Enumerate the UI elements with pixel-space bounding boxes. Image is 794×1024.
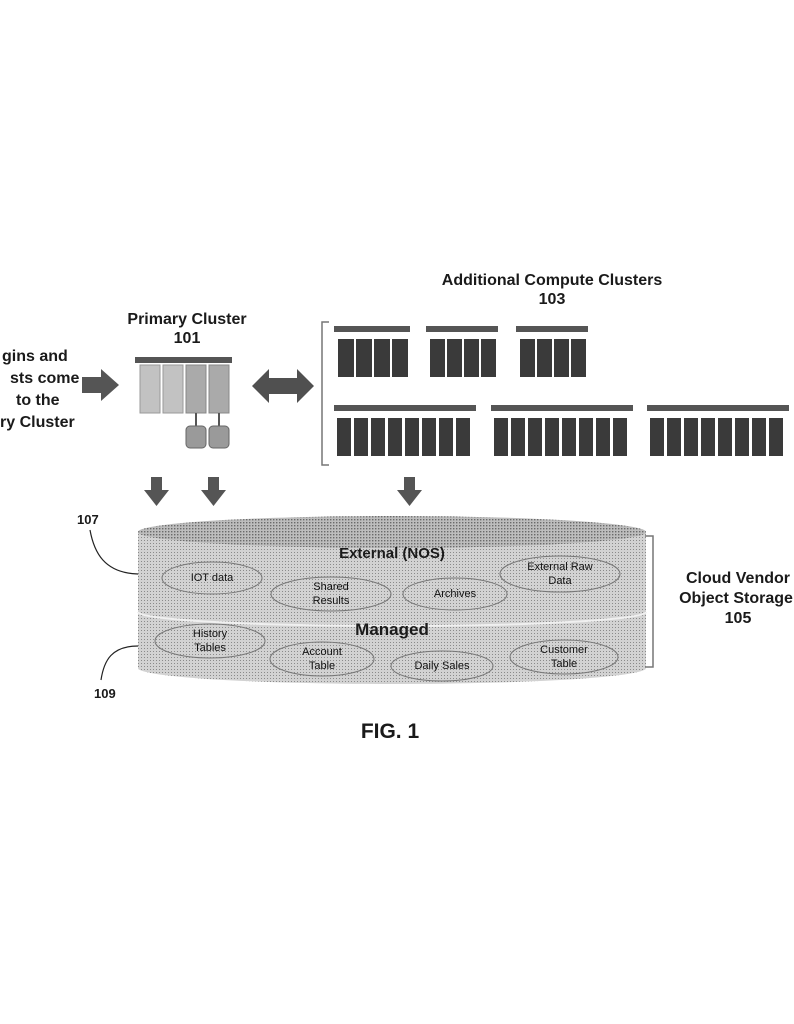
managed-item-label: History <box>192 628 228 640</box>
logins-line-2: sts come <box>10 370 80 387</box>
managed-item-daily-sales: Daily Sales <box>392 659 492 673</box>
daily-sales-oval <box>390 650 494 682</box>
history-tables-oval <box>154 623 266 659</box>
external-raw-data-oval <box>499 555 621 593</box>
external-item-label: Shared <box>313 581 349 593</box>
compute-cluster-1 <box>334 326 410 377</box>
compute-cluster-6 <box>647 405 789 456</box>
managed-item-label: Account <box>302 646 342 658</box>
compute-cluster-4 <box>334 405 476 456</box>
managed-item-account-table: Account Table <box>272 645 372 673</box>
double-arrow-icon <box>252 369 314 403</box>
managed-item-label: Table <box>308 660 336 672</box>
managed-item-label: Customer <box>540 644 588 656</box>
primary-cluster-title: Primary Cluster 101 <box>110 310 264 348</box>
down-arrow-icon-1 <box>144 477 169 506</box>
ref-107: 107 <box>77 512 99 527</box>
managed-layer-title: Managed <box>355 620 429 639</box>
archives-oval <box>402 577 508 611</box>
storage-label-line2: Object Storage <box>679 590 793 607</box>
external-item-label: Data <box>548 575 572 587</box>
logins-line-4: ry Cluster <box>0 414 75 431</box>
account-table-oval <box>269 641 375 677</box>
leader-line-109 <box>100 645 139 681</box>
compute-clusters-bracket <box>321 321 329 466</box>
ref-109: 109 <box>94 686 116 701</box>
external-item-shared-results: Shared Results <box>281 580 381 608</box>
compute-cluster-5 <box>491 405 633 456</box>
managed-item-label: Table <box>550 658 578 670</box>
external-item-label: Results <box>312 595 350 607</box>
managed-item-label: Daily Sales <box>414 660 470 672</box>
external-item-label: Archives <box>433 588 477 600</box>
leader-line-107 <box>89 529 139 575</box>
iot-data-oval <box>161 561 263 595</box>
additional-clusters-name: Additional Compute Clusters <box>441 272 663 289</box>
external-item-label: IOT data <box>190 572 234 584</box>
object-storage-cylinder <box>137 516 647 684</box>
login-arrow-icon <box>82 369 119 401</box>
logins-line-3: to the <box>16 392 60 409</box>
managed-item-history-tables: History Tables <box>160 627 260 655</box>
logins-line-1: gins and <box>2 348 68 365</box>
shared-results-oval <box>270 576 392 612</box>
managed-item-label: Tables <box>194 642 226 654</box>
logins-text: gins and sts come to the ry Cluster <box>0 346 79 434</box>
additional-clusters-ref: 103 <box>538 291 566 308</box>
storage-label-line1: Cloud Vendor <box>686 570 790 587</box>
external-item-iot-data: IOT data <box>162 571 262 585</box>
down-arrow-icon-3 <box>397 477 422 506</box>
external-item-label: External Raw <box>527 561 593 573</box>
additional-clusters-title: Additional Compute Clusters 103 <box>410 271 694 309</box>
external-item-archives: Archives <box>405 587 505 601</box>
primary-cluster-icon <box>135 357 232 449</box>
primary-cluster-name: Primary Cluster <box>127 311 247 328</box>
storage-bracket <box>645 535 654 668</box>
external-item-external-raw-data: External Raw Data <box>500 560 620 588</box>
primary-cluster-ref: 101 <box>173 330 201 347</box>
storage-label-ref: 105 <box>724 610 752 627</box>
compute-cluster-3 <box>516 326 588 377</box>
customer-table-oval <box>509 639 619 675</box>
external-layer-title: External (NOS) <box>339 545 445 562</box>
managed-item-customer-table: Customer Table <box>514 643 614 671</box>
storage-label: Cloud Vendor Object Storage 105 <box>663 569 794 629</box>
down-arrow-icon-2 <box>201 477 226 506</box>
compute-cluster-2 <box>426 326 498 377</box>
figure-caption: FIG. 1 <box>360 720 420 743</box>
